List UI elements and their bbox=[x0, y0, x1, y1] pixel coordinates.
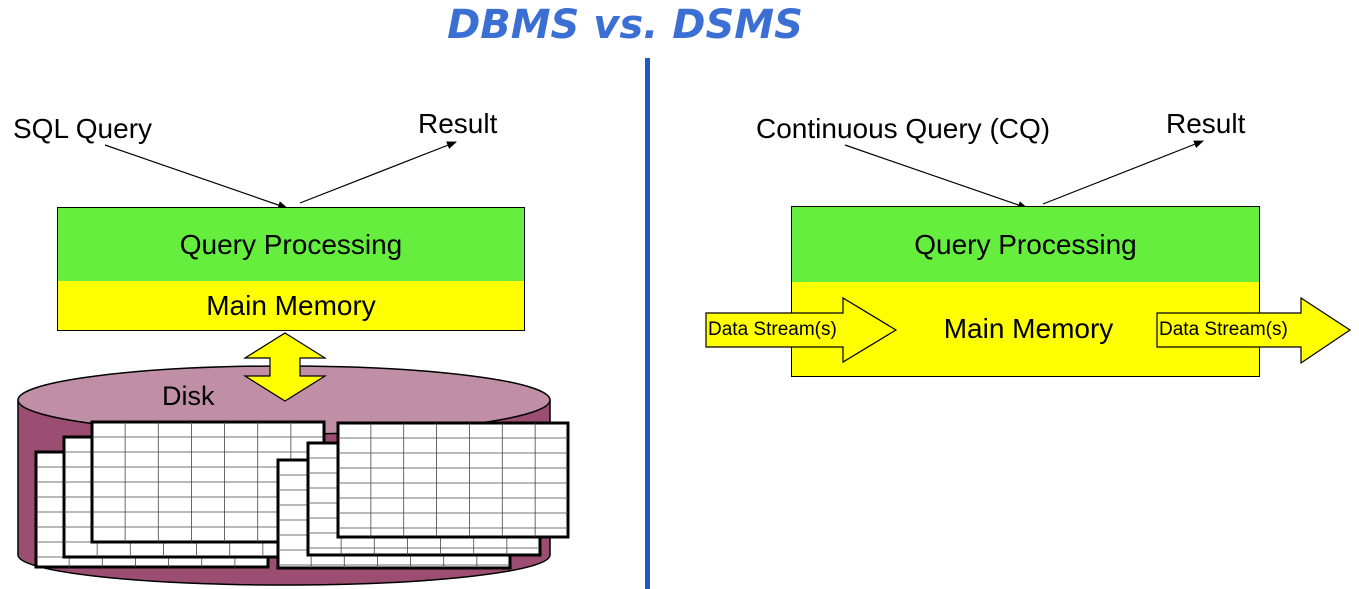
dbms-query-processing-label: Query Processing bbox=[179, 228, 403, 260]
dbms-result-label: Result bbox=[418, 108, 498, 139]
dsms-query-processing-box: Query Processing bbox=[791, 206, 1260, 283]
dbms-result-arrow bbox=[299, 141, 457, 204]
dsms-result-arrow bbox=[1042, 140, 1204, 205]
page-title: DBMS vs. DSMS bbox=[447, 2, 803, 48]
stream-in-label: Data Stream(s) bbox=[708, 319, 837, 340]
data-table bbox=[336, 421, 570, 539]
stream-out-arrow bbox=[1156, 296, 1352, 365]
stream-in-arrow bbox=[705, 296, 898, 364]
dsms-result-label: Result bbox=[1166, 108, 1246, 139]
disk-tables bbox=[34, 420, 570, 570]
dsms-query-processing-label: Query Processing bbox=[914, 228, 1137, 260]
dbms-main-memory-label: Main Memory bbox=[206, 289, 376, 321]
stream-out-label: Data Stream(s) bbox=[1159, 319, 1288, 340]
cq-query-arrow bbox=[844, 144, 1028, 209]
dbms-main-memory-box: Main Memory bbox=[57, 281, 525, 331]
sql-query-label: SQL Query bbox=[13, 113, 153, 144]
sql-query-arrow bbox=[104, 144, 288, 209]
dsms-main-memory-label: Main Memory bbox=[943, 313, 1114, 344]
disk-label: Disk bbox=[162, 381, 215, 411]
dbms-query-processing-box: Query Processing bbox=[57, 207, 525, 282]
cq-query-label: Continuous Query (CQ) bbox=[756, 113, 1051, 144]
center-divider bbox=[645, 58, 650, 589]
memory-disk-arrow bbox=[242, 332, 328, 402]
